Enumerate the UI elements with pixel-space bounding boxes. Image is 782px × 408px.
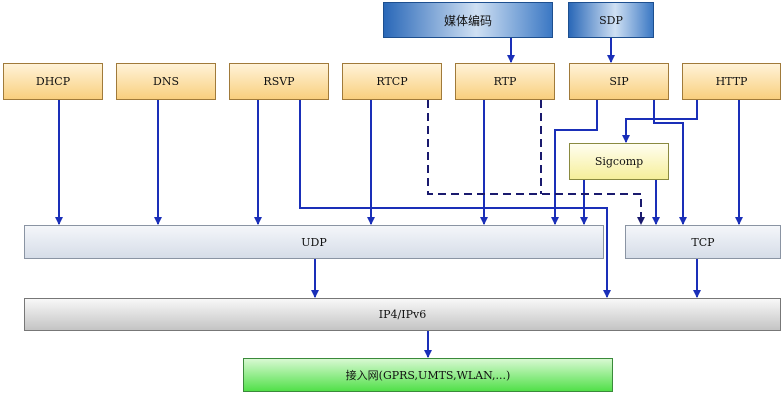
sigcomp-box: Sigcomp <box>569 143 669 180</box>
udp-box: UDP <box>24 225 604 259</box>
dashed-rtcp-to-tcp <box>427 100 645 225</box>
rsvp-label: RSVP <box>263 75 295 88</box>
rtcp-box: RTCP <box>342 63 442 100</box>
http-box: HTTP <box>682 63 781 100</box>
dhcp-box: DHCP <box>3 63 103 100</box>
dns-box: DNS <box>116 63 216 100</box>
media-codec-box: 媒体编码 <box>383 2 553 38</box>
dhcp-label: DHCP <box>35 75 71 88</box>
sip-label: SIP <box>609 75 629 88</box>
media-codec-label: 媒体编码 <box>443 13 492 28</box>
rtcp-label: RTCP <box>376 75 408 88</box>
access-network-label: 接入网(GPRS,UMTS,WLAN,...) <box>345 369 511 382</box>
sigcomp-label: Sigcomp <box>594 155 644 168</box>
ip-box: IP4/IPv6 <box>24 298 781 331</box>
arrow-sip-to-tcp <box>653 100 687 225</box>
rtp-box: RTP <box>455 63 555 100</box>
arrow-rsvp-to-ip <box>299 100 611 298</box>
dns-label: DNS <box>153 75 179 88</box>
ip-label: IP4/IPv6 <box>378 308 427 321</box>
http-label: HTTP <box>715 75 748 88</box>
sip-box: SIP <box>569 63 669 100</box>
tcp-box: TCP <box>625 225 781 259</box>
access-network-box: 接入网(GPRS,UMTS,WLAN,...) <box>243 358 613 392</box>
sdp-label: SDP <box>599 13 623 27</box>
sdp-box: SDP <box>568 2 654 38</box>
rsvp-box: RSVP <box>229 63 329 100</box>
tcp-label: TCP <box>691 235 715 249</box>
arrow-sip-to-udp <box>551 100 598 225</box>
udp-label: UDP <box>301 235 327 249</box>
arrow-http-to-sigcomp <box>622 100 698 143</box>
rtp-label: RTP <box>493 75 517 88</box>
